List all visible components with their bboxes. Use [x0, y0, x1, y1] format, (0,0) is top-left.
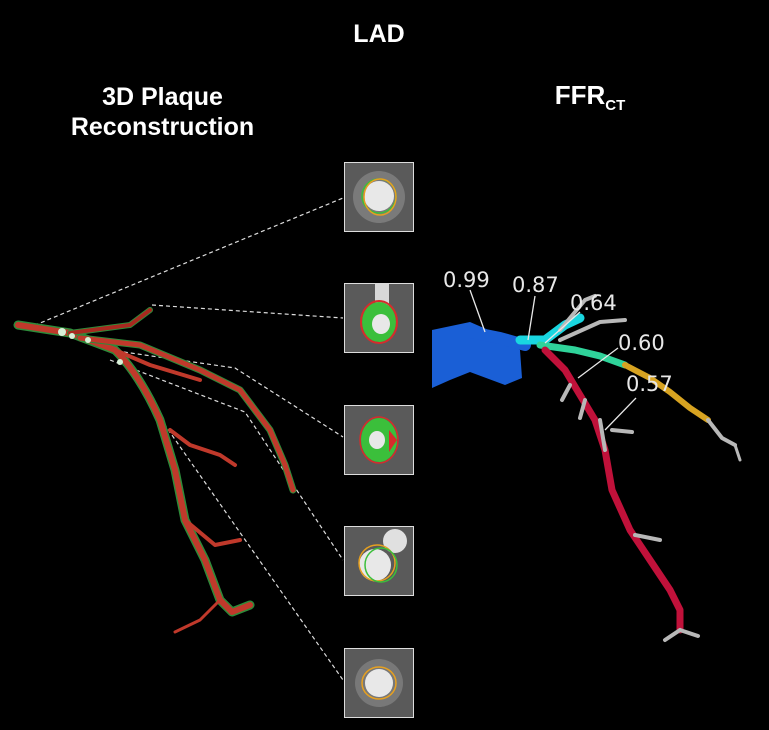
- left-panel-title: 3D Plaque Reconstruction: [50, 82, 275, 142]
- left-title-line2: Reconstruction: [70, 113, 255, 141]
- ffr-branch-3: [560, 383, 572, 402]
- connector-lines: [27, 197, 344, 681]
- ffr-segment-green: [536, 341, 629, 369]
- plaque-calcification-3: [85, 337, 91, 343]
- ffr-value-3: 0.64: [570, 291, 617, 315]
- ffr-vessel-model: [432, 294, 742, 642]
- ffr-branch-4: [578, 398, 587, 420]
- cross-section-image-4: [345, 527, 413, 595]
- ffr-branch-7: [633, 533, 662, 542]
- plaque-calcification-2: [69, 333, 75, 339]
- plaque-calcification-1: [58, 328, 66, 336]
- cross-section-image-5: [345, 649, 413, 717]
- leader-line-087: [527, 295, 536, 341]
- cross-section-thumbnail-1: [344, 162, 414, 232]
- vessel-branch-lad-distal-red: [77, 335, 296, 493]
- vessel-side-branch-4: [113, 348, 202, 382]
- leader-line-060: [577, 347, 619, 379]
- connector-line-3: [109, 349, 344, 438]
- cross-section-image-1: [345, 163, 413, 231]
- vessel-side-branch-3: [173, 598, 222, 634]
- ffr-segment-crimson: [541, 346, 684, 634]
- leader-line-099: [469, 289, 486, 333]
- ffr-branch-6: [610, 428, 634, 434]
- vessel-side-branch-2: [183, 518, 242, 547]
- right-title-subscript: CT: [605, 97, 626, 114]
- cross-section-thumbnail-5: [344, 648, 414, 718]
- ffr-value-5: 0.57: [626, 372, 673, 396]
- ffr-branch-5: [598, 418, 607, 452]
- left-title-line1: 3D Plaque: [102, 83, 223, 111]
- leader-line-064: [544, 311, 581, 344]
- ffr-value-2: 0.87: [512, 273, 559, 297]
- cross-section-thumbnail-2: [344, 283, 414, 353]
- right-title-main: FFR: [554, 80, 606, 110]
- vessel-branch-diagonal-red: [68, 308, 152, 335]
- ffr-segment-distal-gray: [706, 418, 737, 447]
- vessel-side-branch-1: [168, 428, 237, 467]
- ffr-branch-8: [663, 628, 682, 642]
- ffr-branch-9: [678, 628, 700, 638]
- ffr-segment-cyan: [515, 313, 585, 345]
- ffr-branch-1: [558, 294, 597, 332]
- ffr-value-labels: 0.99 0.87 0.64 0.60 0.57: [443, 268, 673, 396]
- cross-section-thumbnail-4: [344, 526, 414, 596]
- connector-line-5: [159, 417, 344, 681]
- cross-section-thumbnail-3: [344, 405, 414, 475]
- connector-line-2: [151, 304, 344, 319]
- cross-section-image-2: [345, 284, 413, 352]
- ffr-segment-yellow: [622, 362, 711, 423]
- leader-line-057: [604, 397, 637, 431]
- connector-line-1: [27, 197, 344, 329]
- plaque-calcification-4: [117, 359, 123, 365]
- cross-section-image-3: [345, 406, 413, 474]
- figure-main-title: LAD: [353, 20, 405, 48]
- ffr-leader-lines: [469, 289, 637, 431]
- vessel-main: [15, 322, 253, 615]
- right-panel-title: FFRCT: [545, 80, 635, 114]
- ffr-value-4: 0.60: [618, 331, 665, 355]
- ffr-branch-10: [733, 443, 742, 462]
- ffr-branch-2: [558, 318, 627, 342]
- plaque-vessel-tree: [13, 307, 297, 634]
- ffr-value-1: 0.99: [443, 268, 490, 292]
